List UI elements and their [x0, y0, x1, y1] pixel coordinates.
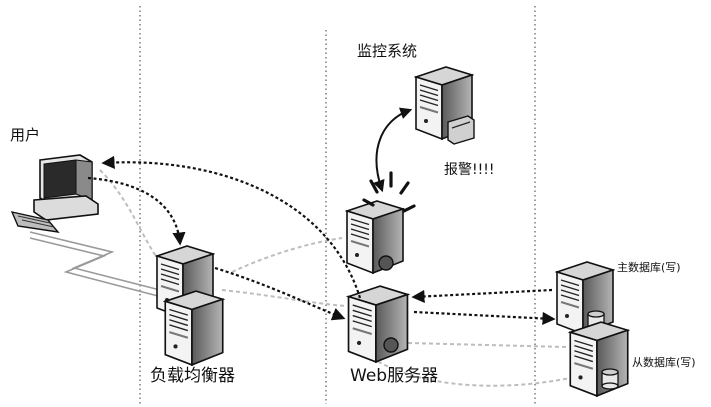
faint-link-web-slave-lower	[371, 357, 571, 387]
faint-link-lb-alarm	[231, 237, 343, 273]
user-label: 用户	[10, 126, 41, 144]
arrow-user-to-load-balancer	[87, 176, 186, 246]
faint-link-web-slave	[407, 342, 567, 348]
faint-link-user-lb	[99, 169, 161, 263]
alarm-server-fan-icon	[378, 255, 394, 271]
web-server-icon	[347, 285, 409, 363]
printer-icon	[447, 115, 475, 145]
load-balancer-label: 负载均衡器	[150, 366, 235, 386]
arrow-monitor-alarm	[373, 107, 413, 193]
alarm-label: 报警!!!!	[444, 162, 495, 178]
arrow-master-db-to-web	[411, 288, 553, 304]
web-server-label: Web服务器	[350, 366, 439, 386]
arrow-web-to-user	[101, 155, 362, 299]
slave-db-disk-icon	[601, 368, 619, 390]
arrow-web-to-master-db	[413, 310, 556, 326]
load-balancer-2-server-icon	[164, 290, 224, 366]
arrow-load-balancer-to-web	[214, 266, 346, 321]
lightning-link-shadow	[29, 237, 159, 297]
computer-icon	[10, 154, 99, 233]
faint-link-lb-web	[221, 289, 346, 307]
monitoring-system-label: 监控系统	[357, 42, 418, 60]
alarm-server-icon	[345, 199, 405, 275]
slave-db-label: 从数据库(写)	[632, 356, 696, 369]
slave-db-server-icon	[569, 321, 629, 397]
master-db-label: 主数据库(写)	[617, 261, 681, 274]
web-server-fan-icon	[383, 337, 399, 353]
